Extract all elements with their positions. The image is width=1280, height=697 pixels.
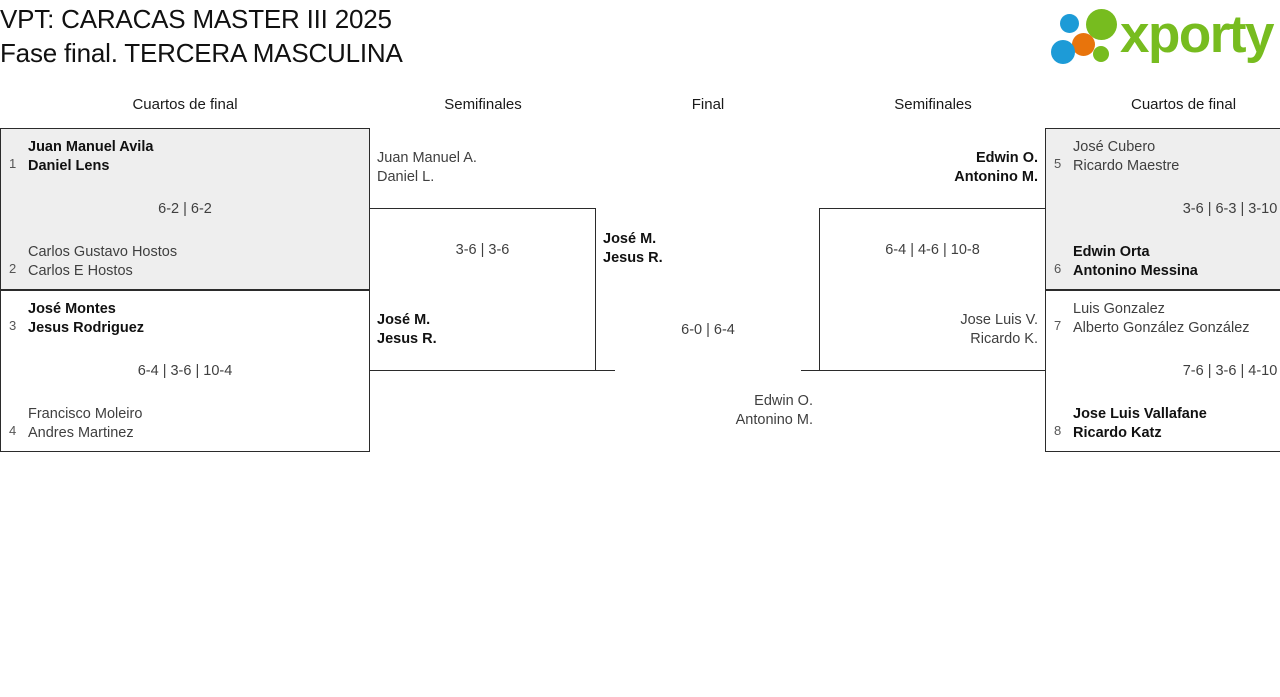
sf-left-top-player1: Juan Manuel A.	[377, 150, 477, 166]
final-top-entry: José M. Jesus R.	[603, 230, 663, 268]
final-bottom-right-stub	[801, 370, 821, 371]
final-bottom-player1: Edwin O.	[754, 393, 813, 409]
sf-right-top-names: Edwin O. Antonino M.	[838, 150, 1038, 187]
tournament-name: VPT: CARACAS MASTER III 2025	[0, 4, 392, 34]
qf3-score: 3-6 | 6-3 | 3-10	[1182, 201, 1278, 217]
round-header-semis-left: Semifinales	[444, 96, 522, 113]
qf3-bottom-names: Edwin Orta Antonino Messina	[1073, 243, 1198, 281]
qf2-bottom-names: Francisco Moleiro Andres Martinez	[28, 405, 142, 443]
xporty-logo[interactable]: xporty	[1046, 5, 1278, 68]
logo-wordmark: xporty	[1120, 5, 1274, 64]
qf4-bottom-names: Jose Luis Vallafane Ricardo Katz	[1073, 405, 1207, 443]
qf1-top-player1: Juan Manuel Avila	[28, 139, 154, 155]
final-bottom-names: Edwin O. Antonino M.	[613, 393, 813, 430]
round-header-semis-right: Semifinales	[894, 96, 972, 113]
qf3-top-seed: 5	[1054, 156, 1062, 171]
qf4-score: 7-6 | 3-6 | 4-10	[1182, 363, 1278, 379]
final-score: 6-0 | 6-4	[681, 322, 735, 338]
sf-left-bottom-player1: José M.	[377, 312, 431, 328]
qf1-top-names: Juan Manuel Avila Daniel Lens	[28, 138, 153, 176]
round-header-quarters-right: Cuartos de final	[1131, 96, 1237, 113]
qf2-top-player1: José Montes	[28, 301, 116, 317]
sf-right-bottom-player1: Jose Luis V.	[960, 312, 1038, 328]
qf2-top-seed: 3	[9, 318, 17, 333]
logo-dot-green-small	[1093, 46, 1109, 62]
match-box-sf-left[interactable]: 3-6 | 3-6	[369, 208, 596, 371]
match-box-qf2[interactable]: 3 José Montes Jesus Rodriguez 6-4 | 3-6 …	[0, 290, 370, 452]
page-title: VPT: CARACAS MASTER III 2025 Fase final.…	[0, 0, 403, 136]
final-bottom-player2: Antonino M.	[735, 412, 813, 428]
qf2-top-player2: Jesus Rodriguez	[28, 320, 145, 336]
sf-left-bottom-player2: Jesus R.	[377, 331, 437, 347]
qf3-top-names: José Cubero Ricardo Maestre	[1073, 138, 1179, 176]
final-top-player1: José M.	[603, 231, 657, 247]
qf2-bottom-entry: 4 Francisco Moleiro Andres Martinez	[9, 405, 142, 443]
sf-right-bottom-names: Jose Luis V. Ricardo K.	[838, 312, 1038, 349]
qf4-top-seed: 7	[1054, 318, 1062, 333]
qf1-top-player2: Daniel Lens	[28, 158, 110, 174]
logo-dot-blue-bottom	[1051, 40, 1075, 64]
sf-right-top-entry: Edwin O. Antonino M.	[838, 149, 1038, 187]
tournament-phase: Fase final. TERCERA MASCULINA	[0, 38, 403, 68]
final-bottom-entry: Edwin O. Antonino M.	[613, 392, 813, 430]
qf4-bottom-seed: 8	[1054, 423, 1062, 438]
final-top-player2: Jesus R.	[603, 250, 663, 266]
qf4-bottom-player1: Jose Luis Vallafane	[1073, 406, 1207, 422]
qf1-bottom-player1: Carlos Gustavo Hostos	[28, 244, 178, 260]
sf-left-score: 3-6 | 3-6	[455, 242, 510, 258]
logo-dot-blue-top	[1060, 14, 1079, 33]
qf2-top-entry: 3 José Montes Jesus Rodriguez	[9, 300, 144, 338]
qf1-top-seed: 1	[9, 156, 17, 171]
sf-left-top-player2: Daniel L.	[377, 169, 435, 185]
qf3-top-player1: José Cubero	[1073, 139, 1156, 155]
qf4-top-player1: Luis Gonzalez	[1073, 301, 1165, 317]
qf3-bottom-entry: 6 Edwin Orta Antonino Messina	[1054, 243, 1198, 281]
match-box-qf4[interactable]: 7 Luis Gonzalez Alberto González Gonzále…	[1045, 290, 1280, 452]
qf3-bottom-player1: Edwin Orta	[1073, 244, 1150, 260]
qf2-top-names: José Montes Jesus Rodriguez	[28, 300, 144, 338]
qf1-bottom-seed: 2	[9, 261, 17, 276]
sf-left-bottom-entry: José M. Jesus R.	[377, 311, 437, 349]
qf4-top-player2: Alberto González González	[1073, 320, 1250, 336]
sf-right-top-player1: Edwin O.	[975, 150, 1038, 166]
sf-right-bottom-player2: Ricardo K.	[970, 331, 1038, 347]
sf-right-score: 6-4 | 4-6 | 10-8	[885, 242, 980, 258]
sf-left-top-entry: Juan Manuel A. Daniel L.	[377, 149, 477, 187]
qf4-top-names: Luis Gonzalez Alberto González González	[1073, 300, 1250, 338]
sf-right-top-player2: Antonino M.	[954, 169, 1038, 185]
qf1-bottom-entry: 2 Carlos Gustavo Hostos Carlos E Hostos	[9, 243, 177, 281]
logo-dot-orange	[1072, 33, 1095, 56]
round-header-quarters-left: Cuartos de final	[132, 96, 238, 113]
match-box-qf1[interactable]: 1 Juan Manuel Avila Daniel Lens 6-2 | 6-…	[0, 128, 370, 290]
match-box-qf3[interactable]: 5 José Cubero Ricardo Maestre 3-6 | 6-3 …	[1045, 128, 1280, 290]
logo-dot-green-large	[1086, 9, 1117, 40]
match-box-sf-right[interactable]: 6-4 | 4-6 | 10-8	[819, 208, 1046, 371]
qf4-bottom-player2: Ricardo Katz	[1073, 425, 1162, 441]
final-left-edge	[595, 221, 596, 371]
sf-left-bottom-names: José M. Jesus R.	[377, 312, 437, 349]
final-bottom-left-stub	[595, 370, 615, 371]
qf3-bottom-seed: 6	[1054, 261, 1062, 276]
qf2-bottom-player2: Andres Martinez	[28, 425, 134, 441]
sf-left-top-names: Juan Manuel A. Daniel L.	[377, 150, 477, 187]
qf3-bottom-player2: Antonino Messina	[1073, 263, 1198, 279]
qf1-score: 6-2 | 6-2	[158, 201, 212, 217]
round-header-final: Final	[691, 96, 725, 113]
final-top-names: José M. Jesus R.	[603, 231, 663, 268]
qf3-top-entry: 5 José Cubero Ricardo Maestre	[1054, 138, 1179, 176]
sf-right-bottom-entry: Jose Luis V. Ricardo K.	[838, 311, 1038, 349]
qf4-top-entry: 7 Luis Gonzalez Alberto González Gonzále…	[1054, 300, 1250, 338]
logo-dots-icon	[1046, 6, 1128, 68]
qf4-bottom-entry: 8 Jose Luis Vallafane Ricardo Katz	[1054, 405, 1207, 443]
qf2-bottom-seed: 4	[9, 423, 17, 438]
qf1-top-entry: 1 Juan Manuel Avila Daniel Lens	[9, 138, 153, 176]
qf1-bottom-names: Carlos Gustavo Hostos Carlos E Hostos	[28, 243, 177, 281]
qf2-score: 6-4 | 3-6 | 10-4	[137, 363, 233, 379]
qf3-top-player2: Ricardo Maestre	[1073, 158, 1180, 174]
qf2-bottom-player1: Francisco Moleiro	[28, 406, 143, 422]
qf1-bottom-player2: Carlos E Hostos	[28, 263, 133, 279]
